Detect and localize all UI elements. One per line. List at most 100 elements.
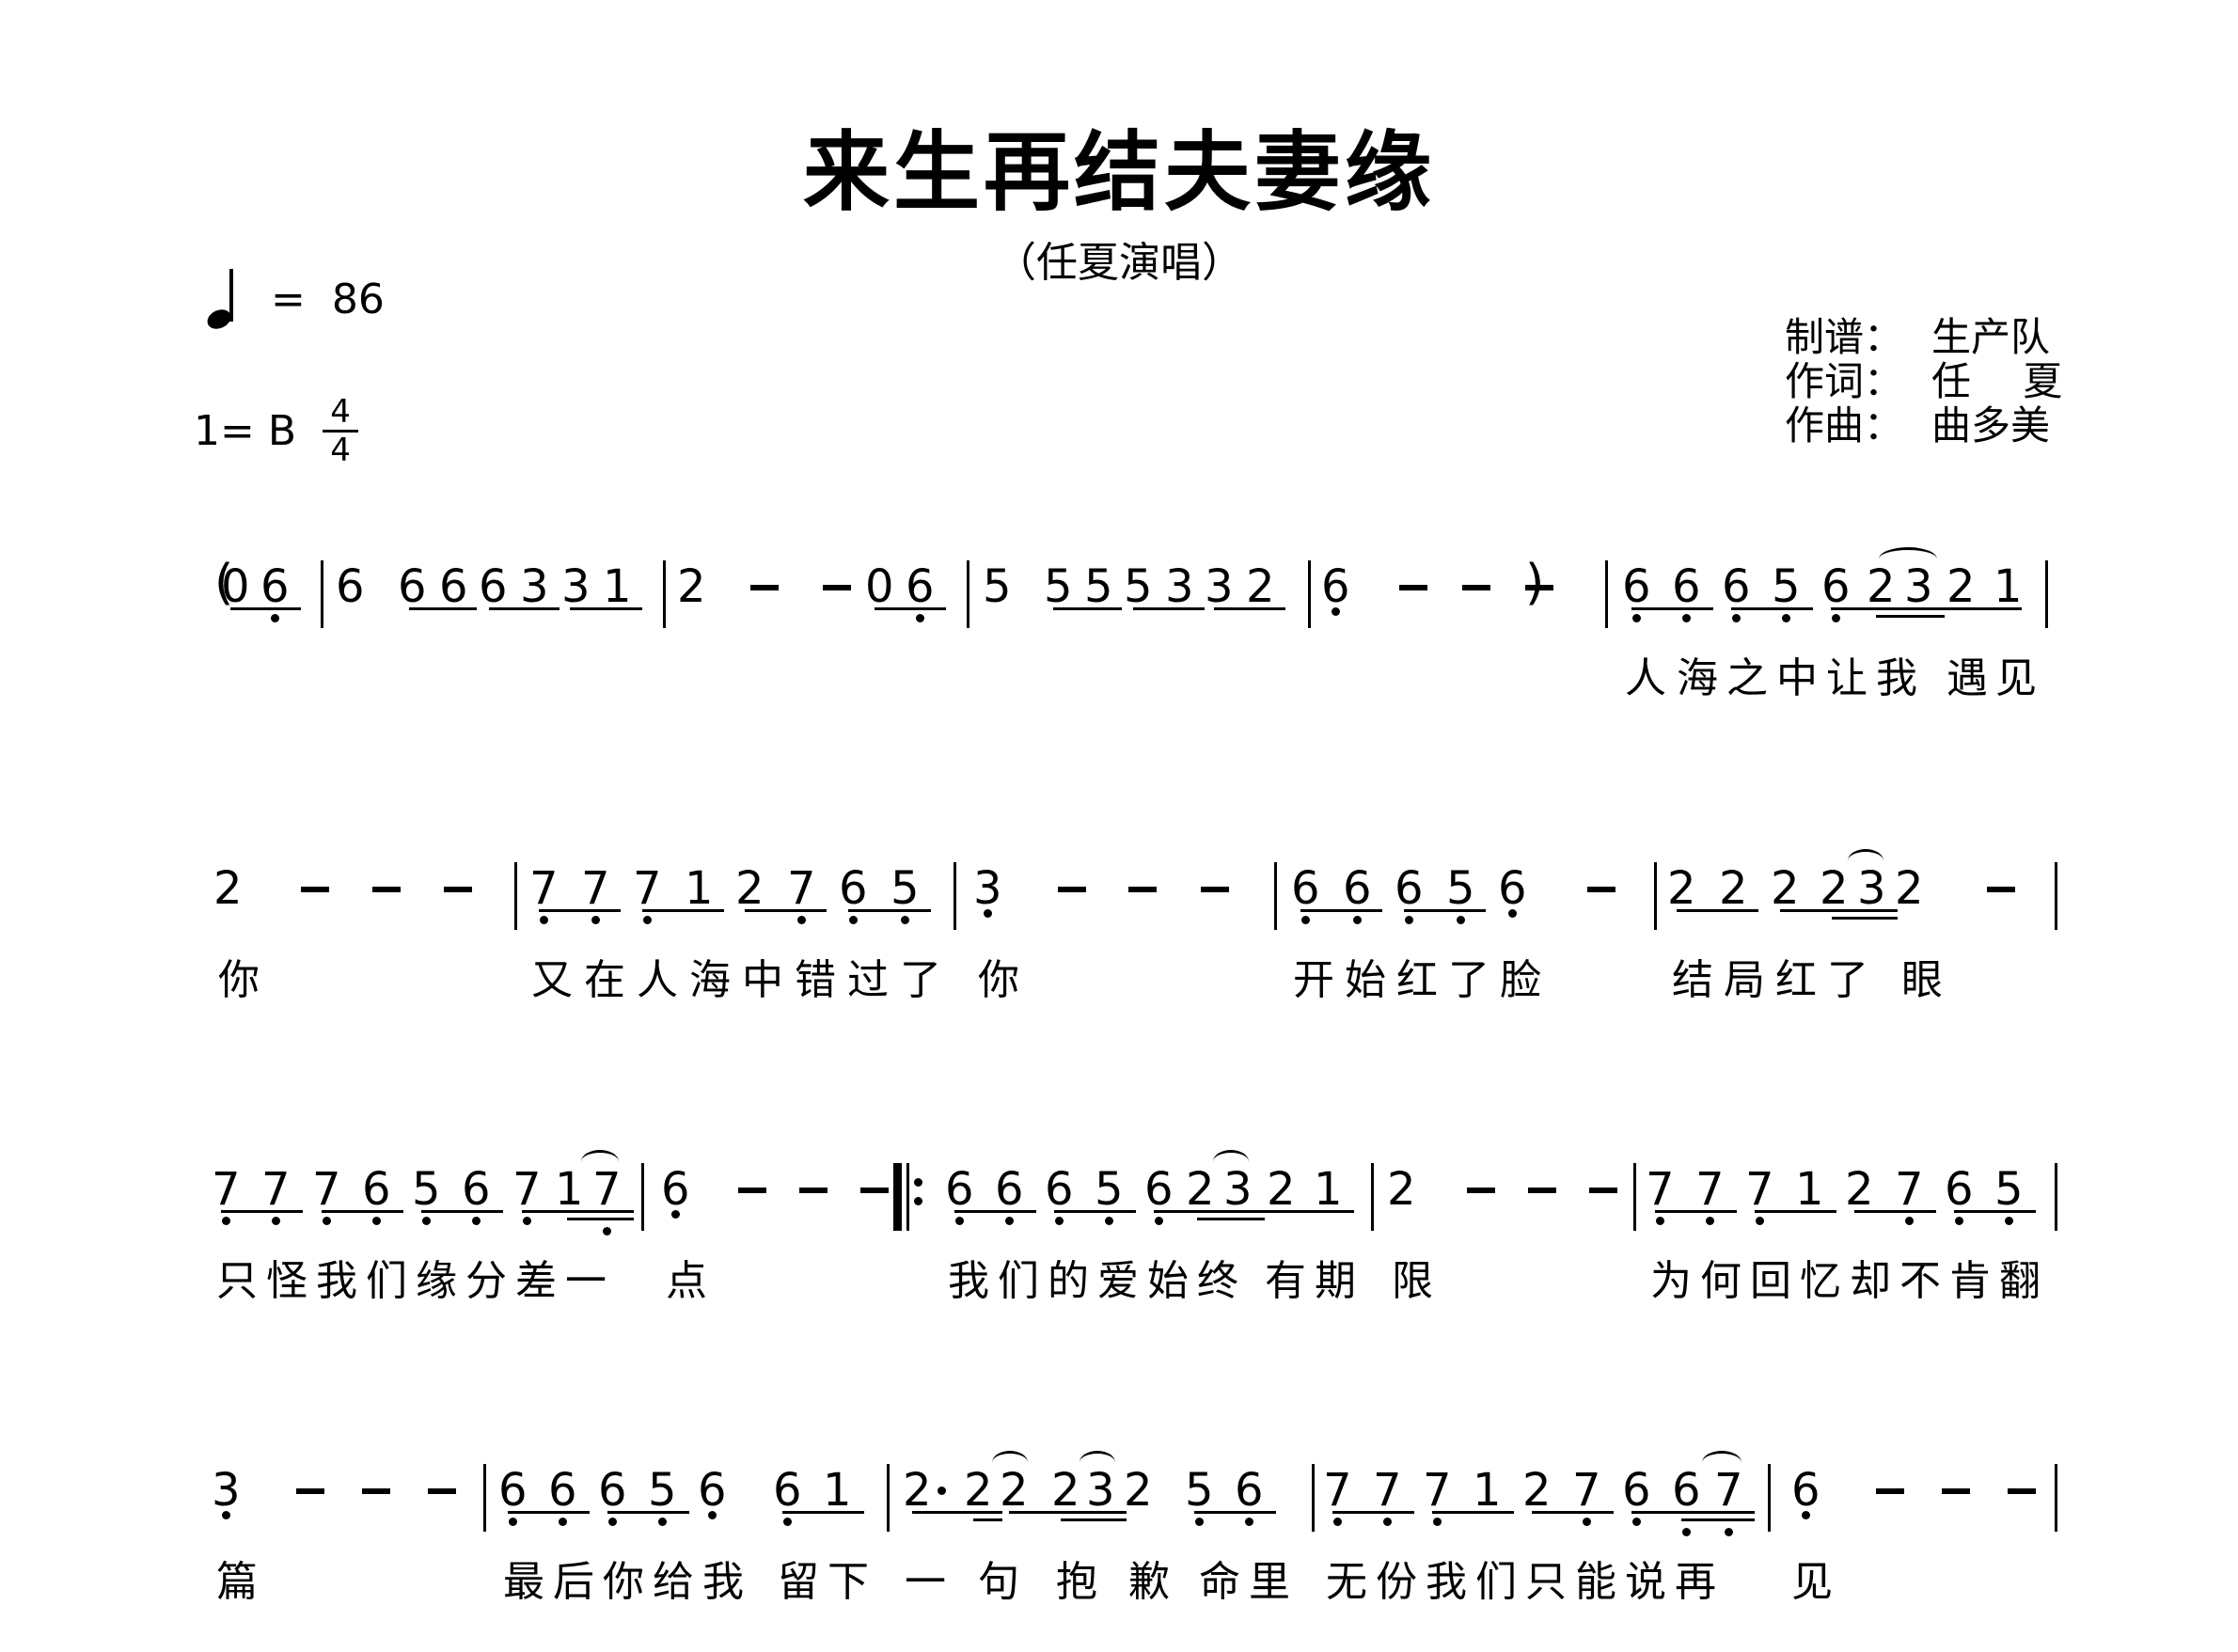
sustain-dash bbox=[1467, 1188, 1495, 1193]
note-7: 7 bbox=[1745, 1163, 1774, 1216]
slur-arc bbox=[581, 1150, 619, 1173]
note-6: 6 bbox=[1045, 1163, 1074, 1216]
eighth-beam bbox=[1631, 607, 1713, 610]
sustain-dash bbox=[750, 585, 779, 590]
sustain-dash bbox=[799, 1188, 827, 1193]
sustain-dash bbox=[296, 1488, 324, 1494]
note-2: 2 bbox=[1051, 1464, 1080, 1517]
low-octave-dot bbox=[222, 1217, 230, 1225]
note-5: 5 bbox=[1994, 1163, 2024, 1216]
low-octave-dot bbox=[1245, 1518, 1253, 1526]
note-3: 3 bbox=[1857, 862, 1886, 915]
lyric-char: 脸 bbox=[1500, 956, 1541, 1004]
eighth-beam bbox=[1332, 1511, 1414, 1514]
low-octave-dot bbox=[1405, 916, 1413, 924]
eighth-beam bbox=[1194, 1511, 1276, 1514]
time-numerator: 4 bbox=[330, 392, 351, 431]
sustain-dash bbox=[2008, 1488, 2036, 1494]
low-octave-dot bbox=[1632, 1518, 1641, 1526]
barline bbox=[1274, 862, 1277, 930]
lyric-char: 缘 bbox=[416, 1257, 457, 1305]
note-3: 3 bbox=[1223, 1163, 1253, 1216]
note-6: 6 bbox=[906, 560, 935, 613]
sustain-dash bbox=[1942, 1488, 1970, 1494]
bracket-close: ) bbox=[1525, 555, 1545, 611]
lyric-char: 不 bbox=[1899, 1257, 1941, 1305]
lyric-char: 人 bbox=[1625, 654, 1666, 702]
note-5: 5 bbox=[1095, 1163, 1124, 1216]
eighth-beam bbox=[1009, 1511, 1127, 1514]
lyric-char: 见 bbox=[1791, 1558, 1833, 1606]
low-octave-dot bbox=[1105, 1217, 1113, 1225]
barline bbox=[514, 862, 517, 930]
barline bbox=[2055, 1163, 2057, 1231]
credit-composer: 作曲： 曲多美 bbox=[1785, 403, 2062, 448]
barline bbox=[483, 1464, 486, 1532]
lyric-char: 一 bbox=[565, 1257, 607, 1305]
eighth-beam bbox=[782, 1511, 864, 1514]
low-octave-dot bbox=[1055, 1217, 1064, 1225]
lyric-char: 翻 bbox=[1999, 1257, 2041, 1305]
credit-arranger: 制谱： 生产队 bbox=[1785, 315, 2062, 359]
lyric-char: 你 bbox=[218, 956, 260, 1004]
note-6: 6 bbox=[1498, 862, 1527, 915]
credits: 制谱： 生产队 作词： 任 夏 作曲： 曲多美 bbox=[1785, 315, 2062, 448]
barline bbox=[1308, 560, 1311, 628]
note-6: 6 bbox=[1321, 560, 1350, 613]
eighth-beam bbox=[1655, 1210, 1737, 1213]
low-octave-dot bbox=[1832, 614, 1840, 622]
key-signature: 1= B 4 4 bbox=[194, 392, 359, 468]
lyric-char: 再 bbox=[1675, 1558, 1716, 1606]
lyric-char: 无 bbox=[1326, 1558, 1367, 1606]
sustain-dash bbox=[301, 887, 329, 892]
low-octave-dot bbox=[603, 1227, 611, 1235]
lyric-char: 我 bbox=[316, 1257, 357, 1305]
sustain-dash bbox=[1589, 1188, 1617, 1193]
note-7: 7 bbox=[633, 862, 662, 915]
lyric-char: 开 bbox=[1293, 956, 1334, 1004]
lyric-char: 海 bbox=[689, 956, 731, 1004]
note-6: 6 bbox=[1395, 862, 1424, 915]
sustain-dash bbox=[362, 1488, 390, 1494]
note-2: 2 bbox=[1719, 862, 1748, 915]
lyric-char: 却 bbox=[1850, 1257, 1891, 1305]
lyric-char: 限 bbox=[1392, 1257, 1433, 1305]
sixteenth-beam bbox=[567, 1218, 634, 1220]
barline bbox=[1633, 1163, 1636, 1231]
note-7: 7 bbox=[261, 1163, 291, 1216]
note-3: 3 bbox=[212, 1464, 241, 1517]
slur-arc bbox=[1879, 547, 1937, 571]
lyric-char: 见 bbox=[1995, 654, 2037, 702]
sustain-dash bbox=[1525, 585, 1553, 590]
lyric-char: 里 bbox=[1249, 1558, 1290, 1606]
lyric-char: 我 bbox=[702, 1558, 744, 1606]
eighth-beam bbox=[221, 1210, 303, 1213]
barline bbox=[663, 560, 666, 628]
note-2: 2 bbox=[677, 560, 706, 613]
quarter-note-icon bbox=[204, 269, 237, 333]
low-octave-dot bbox=[1005, 1217, 1014, 1225]
note-7: 7 bbox=[1373, 1464, 1402, 1517]
low-octave-dot bbox=[783, 1518, 792, 1526]
note-3: 3 bbox=[1205, 560, 1234, 613]
note-5: 5 bbox=[1772, 560, 1801, 613]
note-2: 2 bbox=[1124, 1464, 1153, 1517]
lyric-char: 说 bbox=[1625, 1558, 1666, 1606]
note-1: 1 bbox=[1314, 1163, 1343, 1216]
low-octave-dot bbox=[422, 1217, 431, 1225]
eighth-beam bbox=[954, 1210, 1036, 1213]
eighth-beam bbox=[745, 909, 827, 912]
barline bbox=[1605, 560, 1608, 628]
note-6: 6 bbox=[398, 560, 427, 613]
repeat-dot bbox=[914, 1178, 922, 1187]
note-5: 5 bbox=[412, 1163, 441, 1216]
eighth-beam bbox=[1631, 1511, 1755, 1514]
sustain-dash bbox=[1876, 1488, 1904, 1494]
note-0: 0 bbox=[221, 560, 250, 613]
low-octave-dot bbox=[1725, 1528, 1733, 1536]
eighth-beam bbox=[1214, 607, 1285, 610]
note-5: 5 bbox=[1185, 1464, 1214, 1517]
lyric-char: 们 bbox=[366, 1257, 407, 1305]
eighth-beam bbox=[508, 1511, 590, 1514]
note-5: 5 bbox=[648, 1464, 677, 1517]
